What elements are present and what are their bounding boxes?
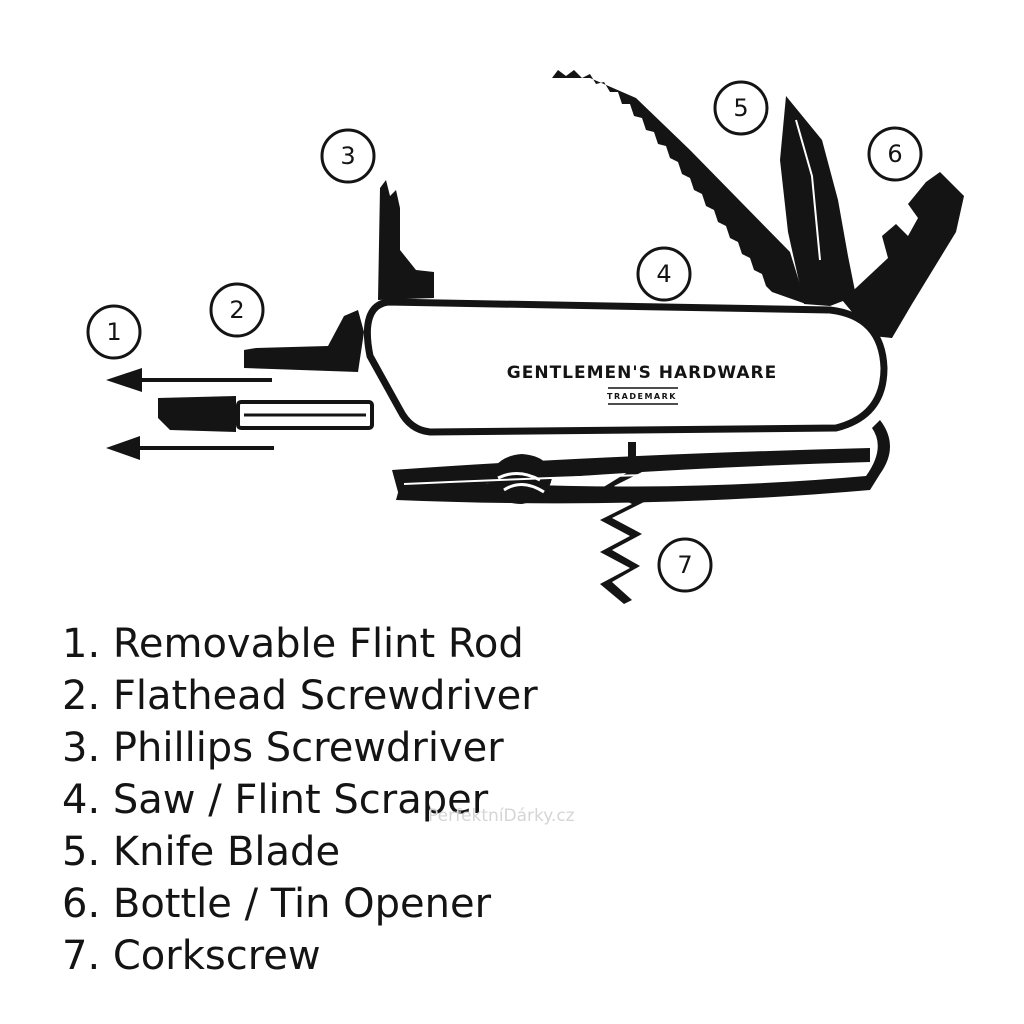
callout-circle-7 [657, 537, 713, 593]
callout-circle-1 [86, 304, 142, 360]
saw-blade [552, 70, 806, 304]
tool-legend: 1. Removable Flint Rod 2. Flathead Screw… [62, 618, 538, 982]
callout-circle-2 [209, 282, 265, 338]
legend-item-corkscrew: 7. Corkscrew [62, 933, 321, 979]
callout-number-2: 2 [229, 296, 244, 324]
legend-item-bottle-opener: 6. Bottle / Tin Opener [62, 881, 492, 927]
phillips-screwdriver [378, 180, 434, 300]
arrow-head [106, 436, 140, 460]
callout-number-1: 1 [106, 318, 121, 346]
multitool-diagram: GENTLEMEN'S HARDWARE TRADEMARK 1 2 3 4 5… [86, 70, 964, 604]
callout-number-4: 4 [656, 260, 671, 288]
arrow-head [106, 368, 142, 392]
flint-rod-holder [158, 396, 236, 432]
callout-circle-6 [867, 126, 923, 182]
callout-number-6: 6 [887, 140, 902, 168]
corkscrew [600, 442, 646, 604]
callout-circle-3 [320, 128, 376, 184]
legend-item-saw: 4. Saw / Flint Scraper [62, 777, 489, 823]
bottle-opener [842, 172, 964, 338]
brand-trademark: TRADEMARK [607, 392, 677, 401]
flathead-screwdriver [244, 310, 364, 372]
legend-item-flathead-screwdriver: 2. Flathead Screwdriver [62, 673, 538, 719]
legend-item-flint-rod: 1. Removable Flint Rod [62, 621, 524, 667]
callout-circle-4 [636, 246, 692, 302]
knife-handle [363, 298, 888, 436]
callout-number-3: 3 [340, 142, 355, 170]
knife-blade [780, 96, 856, 306]
legend-item-knife-blade: 5. Knife Blade [62, 829, 341, 875]
callout-circle-5 [713, 80, 769, 136]
legend-item-phillips-screwdriver: 3. Phillips Screwdriver [62, 725, 504, 771]
brand-name: GENTLEMEN'S HARDWARE [507, 363, 777, 383]
callout-number-5: 5 [733, 94, 748, 122]
callout-number-7: 7 [677, 551, 692, 579]
